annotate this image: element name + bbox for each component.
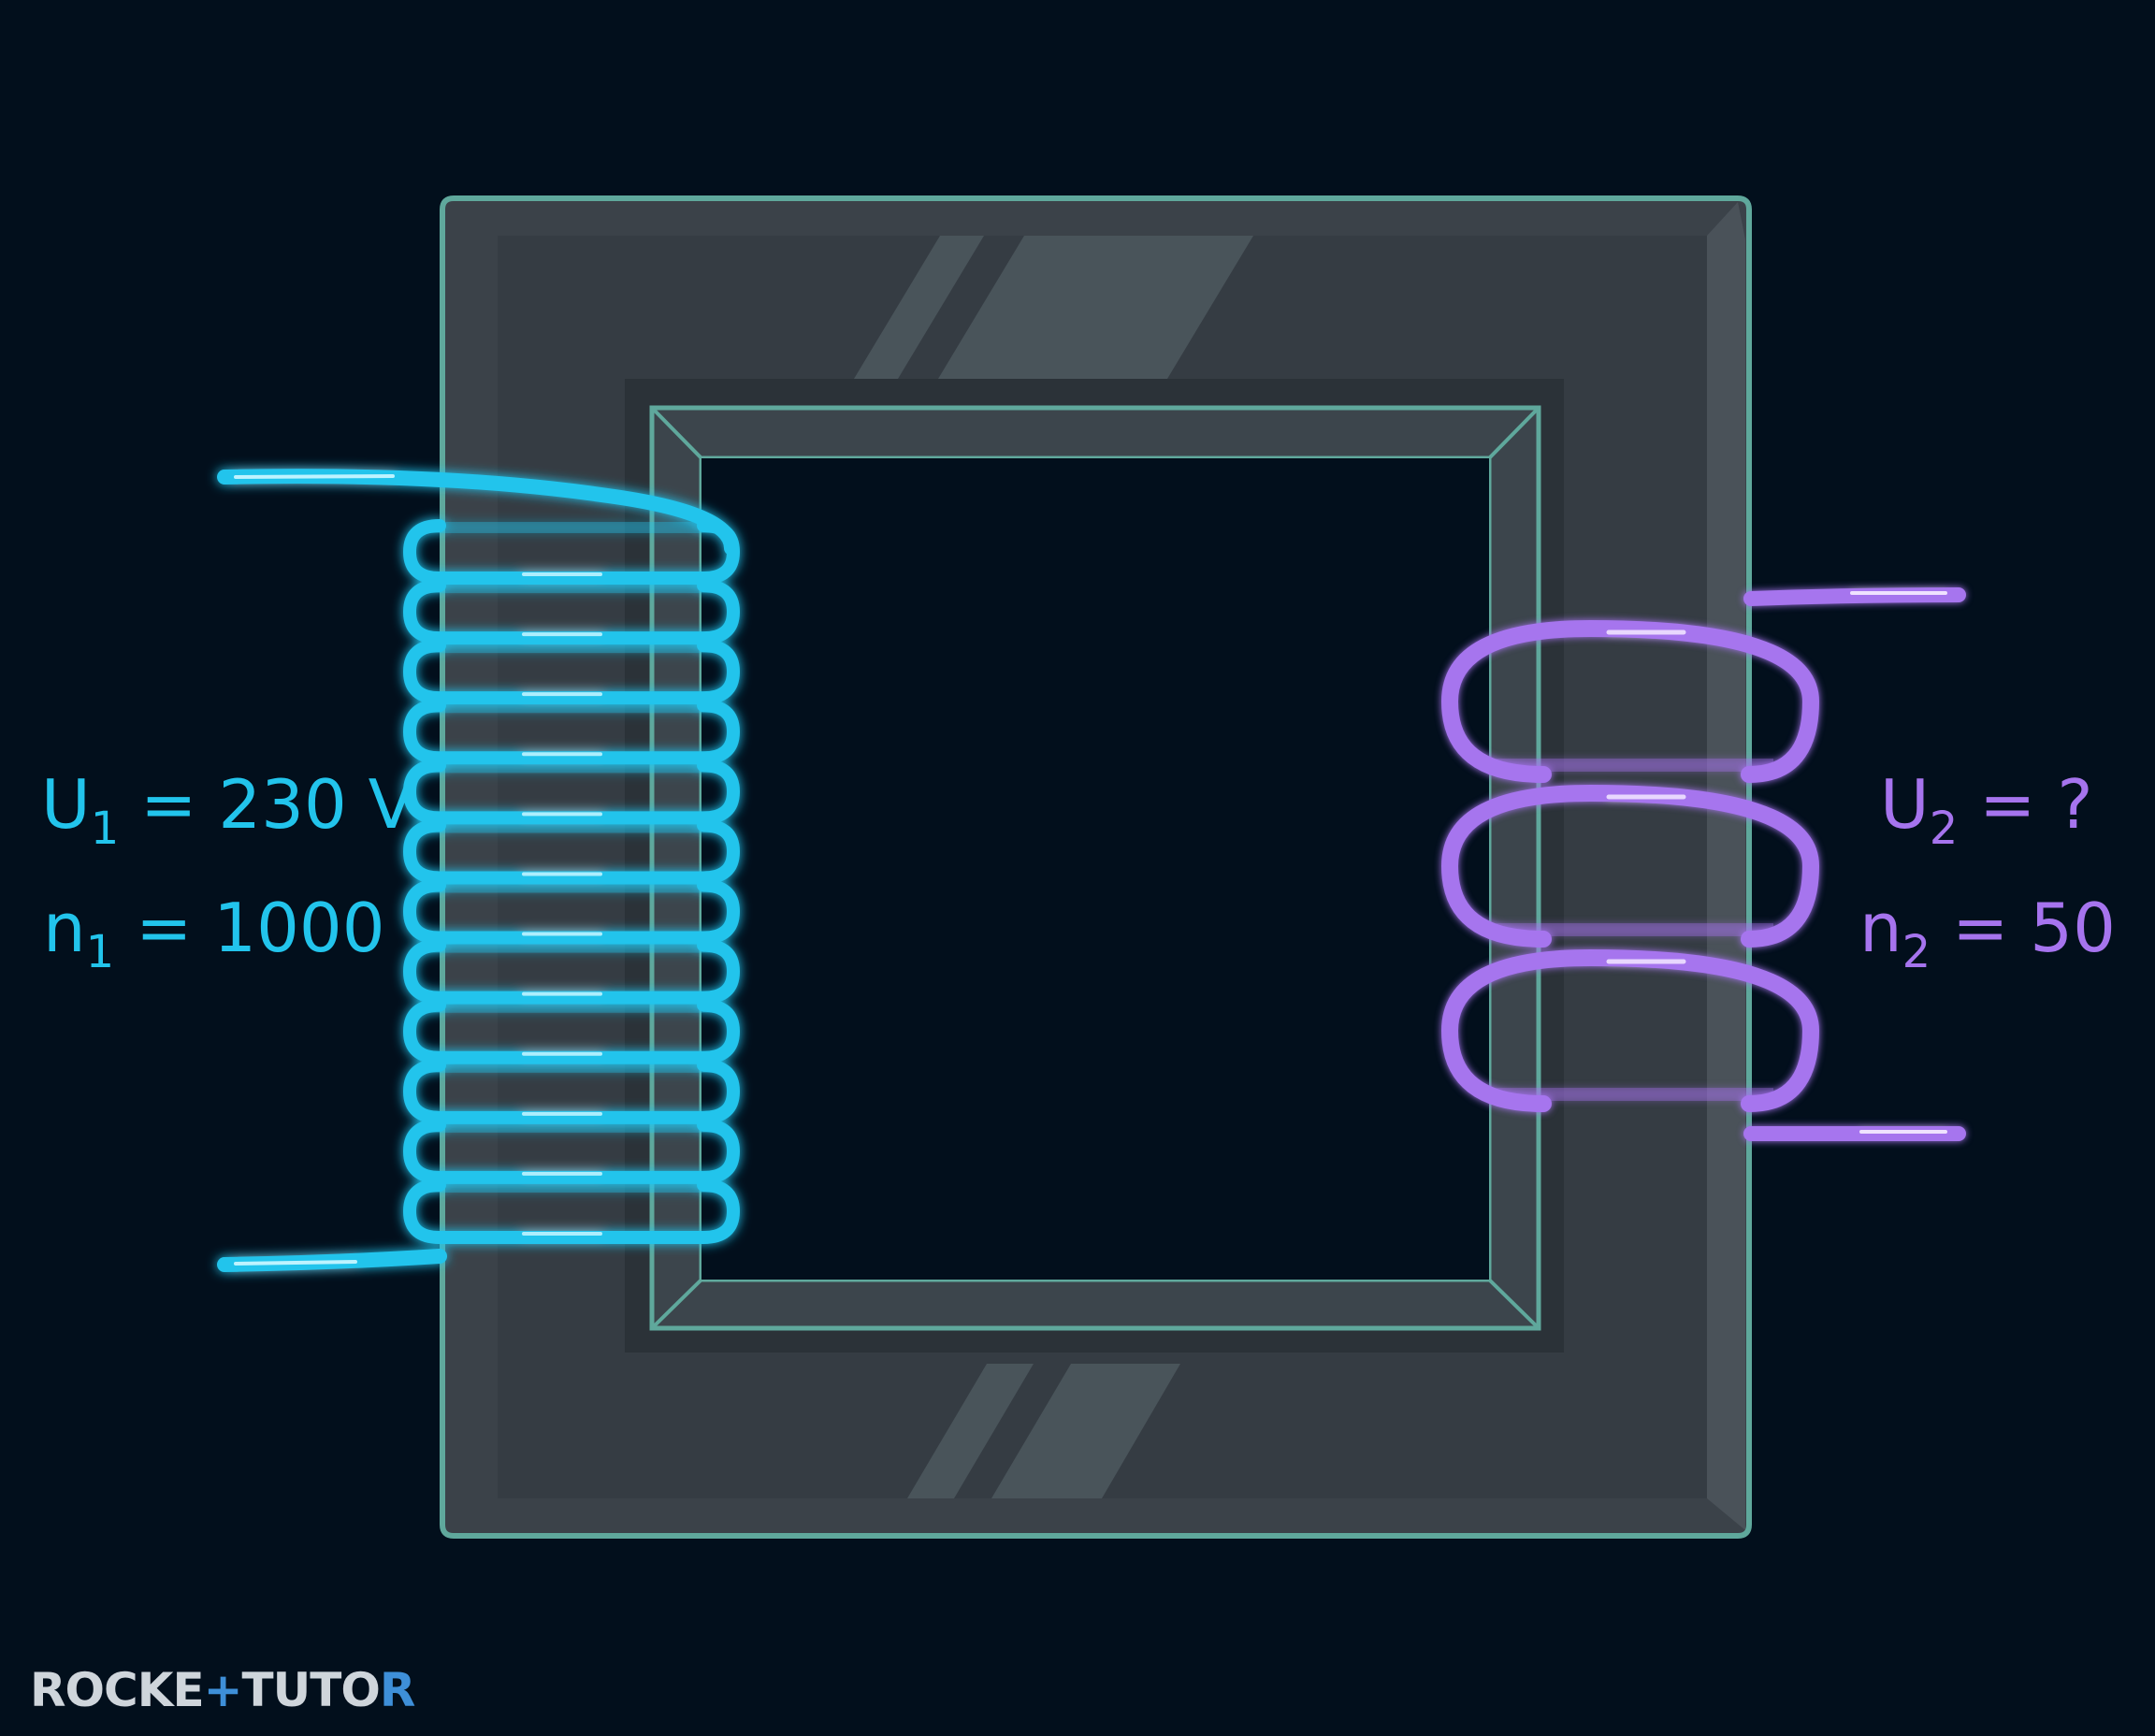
- secondary-voltage-label: U2 = ?: [1880, 765, 2093, 855]
- secondary-coil-front: [1440, 587, 1966, 1142]
- coil-turn: [402, 639, 741, 705]
- core-highlight: [938, 236, 1253, 379]
- coil-turn: [402, 938, 741, 1005]
- rocket-tutor-logo: ROCKE+TUTOR: [30, 1663, 415, 1717]
- core-bevel: [1707, 202, 1745, 1530]
- core-highlight: [854, 236, 984, 379]
- lead-highlight: [234, 1260, 357, 1266]
- coil-turn: [1440, 948, 1820, 1112]
- core-highlight: [991, 1364, 1180, 1498]
- coil-turn: [402, 998, 741, 1064]
- coil-turn: [402, 818, 741, 885]
- secondary-top-lead: [1743, 587, 1966, 606]
- lead-highlight: [234, 474, 395, 479]
- core-highlight: [907, 1364, 1034, 1498]
- coil-turn: [1440, 784, 1820, 948]
- coil-turn: [1440, 619, 1820, 783]
- coil-turn: [402, 1118, 741, 1184]
- transformer-core: [440, 195, 1752, 1539]
- core-window: [701, 458, 1489, 1280]
- coil-turn: [402, 878, 741, 945]
- primary-coil-back: [425, 522, 718, 1193]
- primary-turns-label: n1 = 1000: [43, 889, 385, 978]
- secondary-coil-back: [1487, 759, 1773, 1101]
- primary-coil-front: [217, 469, 741, 1272]
- coil-turn: [402, 1179, 741, 1244]
- coil-turn: [402, 579, 741, 645]
- coil-turn: [402, 759, 741, 825]
- primary-coil: [217, 469, 741, 1272]
- primary-voltage-label: U1 = 230 V: [41, 765, 414, 855]
- secondary-turns-label: n2 = 50: [1859, 889, 2116, 978]
- secondary-coil: [1440, 587, 1966, 1142]
- coil-turn: [402, 1058, 741, 1124]
- coil-turn: [402, 699, 741, 765]
